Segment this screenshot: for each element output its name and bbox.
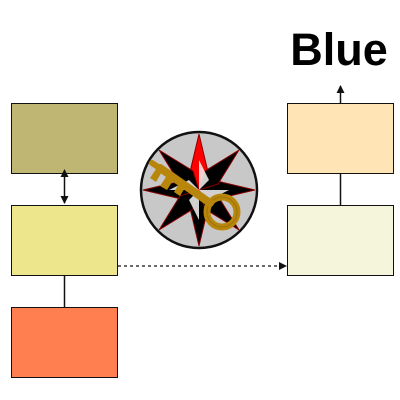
compass-star-icon (142, 133, 256, 247)
key-on-compass-star-icon (139, 130, 259, 250)
yellow-box (11, 205, 118, 276)
cream-box (287, 205, 394, 276)
olive-box (11, 103, 118, 174)
key-icon (149, 160, 241, 231)
diagram-title: Blue (290, 24, 388, 75)
orange-box (11, 307, 118, 378)
peach-box (287, 103, 394, 174)
